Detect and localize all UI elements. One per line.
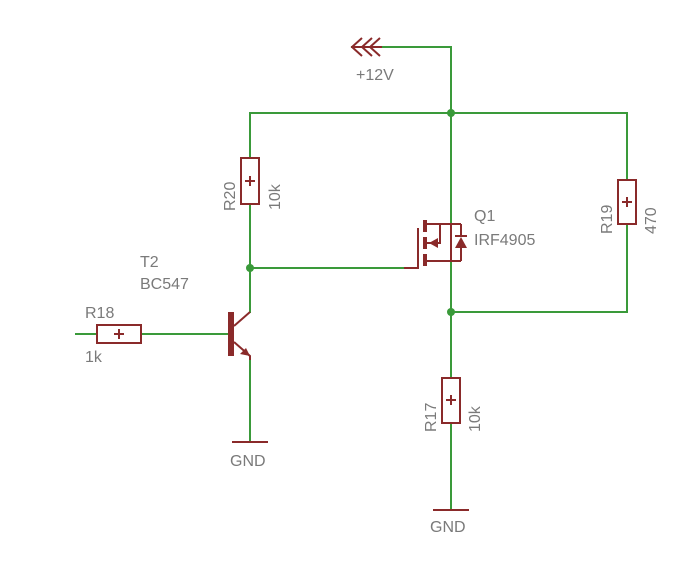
wire-r19-bottom	[450, 223, 628, 313]
r17-value: 10k	[467, 405, 484, 432]
resistor-r18	[96, 324, 142, 344]
q1-value: IRF4905	[474, 232, 535, 249]
resistor-r20	[240, 157, 260, 205]
mosfet-q1	[404, 220, 467, 269]
q1-name: Q1	[474, 208, 495, 225]
transistor-t2	[228, 311, 251, 360]
r18-value: 1k	[85, 349, 103, 366]
r19-value: 470	[643, 207, 660, 234]
gnd-label-2: GND	[430, 519, 466, 536]
r19-name: R19	[599, 205, 616, 234]
junction-gate	[246, 264, 254, 272]
r17-name: R17	[423, 403, 440, 432]
r20-value: 10k	[267, 183, 284, 210]
t2-name: T2	[140, 254, 159, 271]
supply-symbol	[350, 37, 382, 57]
gnd-label-1: GND	[230, 453, 266, 470]
junction-supply	[447, 109, 455, 117]
resistor-r19	[617, 179, 637, 225]
wires	[75, 46, 628, 511]
t2-value: BC547	[140, 276, 189, 293]
supply-label: +12V	[356, 67, 394, 84]
resistor-r17	[441, 377, 461, 424]
r20-name: R20	[222, 182, 239, 211]
junction-drain	[447, 308, 455, 316]
wire-supply	[351, 46, 452, 114]
r18-name: R18	[85, 305, 114, 322]
